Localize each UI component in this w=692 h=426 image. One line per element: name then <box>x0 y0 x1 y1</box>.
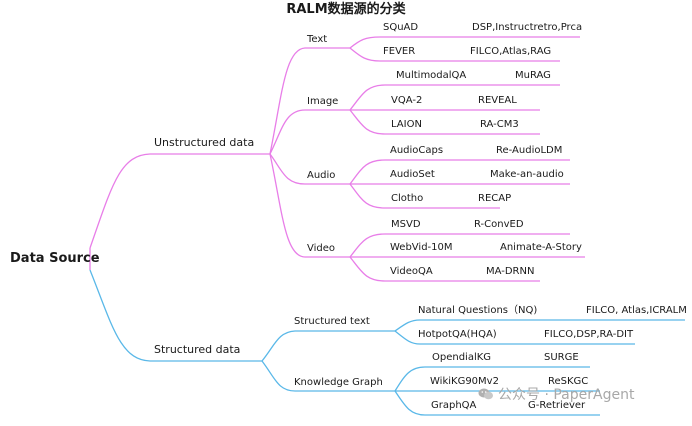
branch-unstructured-text <box>269 47 350 155</box>
audio-node: Audio <box>307 170 336 181</box>
knowledge-graph-node: Knowledge Graph <box>294 377 383 388</box>
diagram-title: RALM数据源的分类 <box>286 2 406 17</box>
dataset-label: MSVD <box>391 219 421 230</box>
image-node: Image <box>307 96 339 107</box>
method-label: RECAP <box>478 193 512 204</box>
dataset-label: Clotho <box>391 193 424 204</box>
method-label: SURGE <box>544 352 579 363</box>
dataset-label: HotpotQA(HQA) <box>418 329 497 340</box>
dataset-label: LAION <box>391 119 422 130</box>
branch-structured-kg <box>261 360 395 392</box>
method-label: ReSKGC <box>548 376 589 387</box>
branch-root-structured <box>89 269 262 362</box>
dataset-label: AudioCaps <box>390 145 444 156</box>
wechat-icon <box>478 388 493 400</box>
dataset-label: SQuAD <box>383 22 419 33</box>
branch-kg-1 <box>394 366 590 392</box>
dataset-label: Natural Questions（NQ) <box>418 305 538 316</box>
branch-kg-3 <box>394 390 600 416</box>
dataset-label: VQA-2 <box>391 95 423 106</box>
method-label: RA-CM3 <box>480 119 519 130</box>
branch-image-3 <box>349 109 540 135</box>
text-node: Text <box>307 34 328 45</box>
video-node: Video <box>307 243 336 254</box>
dataset-label: VideoQA <box>390 266 433 277</box>
root-node: Data Source <box>10 251 100 266</box>
branch-image-1 <box>349 84 560 111</box>
branch-stext-1 <box>394 319 685 332</box>
dataset-label: GraphQA <box>431 400 477 411</box>
dataset-label: WebVid-10M <box>390 242 453 253</box>
method-label: FILCO,DSP,RA-DIT <box>544 329 634 340</box>
watermark-text: 公众号 · PaperAgent <box>498 387 635 403</box>
branch-text-1 <box>349 36 580 49</box>
branch-unstructured-video <box>269 153 350 258</box>
method-label: FILCO, Atlas,ICRALM <box>586 305 687 316</box>
method-label: Re-AudioLDM <box>496 145 563 156</box>
branch-unstructured-audio <box>269 153 350 185</box>
dataset-label: AudioSet <box>390 169 435 180</box>
method-label: DSP,Instructretro,Prca <box>472 22 583 33</box>
watermark: 公众号 · PaperAgent <box>478 386 634 404</box>
method-label: Animate-A-Story <box>500 242 582 253</box>
branch-video-1 <box>349 233 570 258</box>
method-label: REVEAL <box>478 95 517 106</box>
method-label: G-Retriever <box>528 400 586 411</box>
structured-text-node: Structured text <box>294 316 370 327</box>
dataset-label: FEVER <box>383 46 416 57</box>
branch-audio-3 <box>349 183 500 209</box>
method-label: MA-DRNN <box>486 266 535 277</box>
method-label: R-ConvED <box>474 219 524 230</box>
branch-text-2 <box>349 47 560 62</box>
method-label: Make-an-audio <box>490 169 564 180</box>
unstructured-branch-lines <box>89 36 585 282</box>
branch-root-unstructured <box>89 153 270 249</box>
unstructured-data-node: Unstructured data <box>154 136 255 149</box>
branch-unstructured-image <box>269 109 350 155</box>
method-label: MuRAG <box>515 70 551 81</box>
branch-stext-2 <box>394 330 635 345</box>
dataset-label: OpendialKG <box>432 352 492 363</box>
branch-structured-text <box>261 330 395 362</box>
structured-data-node: Structured data <box>154 343 241 356</box>
dataset-label: WikiKG90Mv2 <box>430 376 499 387</box>
branch-video-3 <box>349 256 540 282</box>
dataset-label: MultimodalQA <box>396 70 467 81</box>
branch-audio-1 <box>349 159 570 185</box>
structured-branch-lines <box>89 269 685 416</box>
method-label: FILCO,Atlas,RAG <box>470 46 552 57</box>
